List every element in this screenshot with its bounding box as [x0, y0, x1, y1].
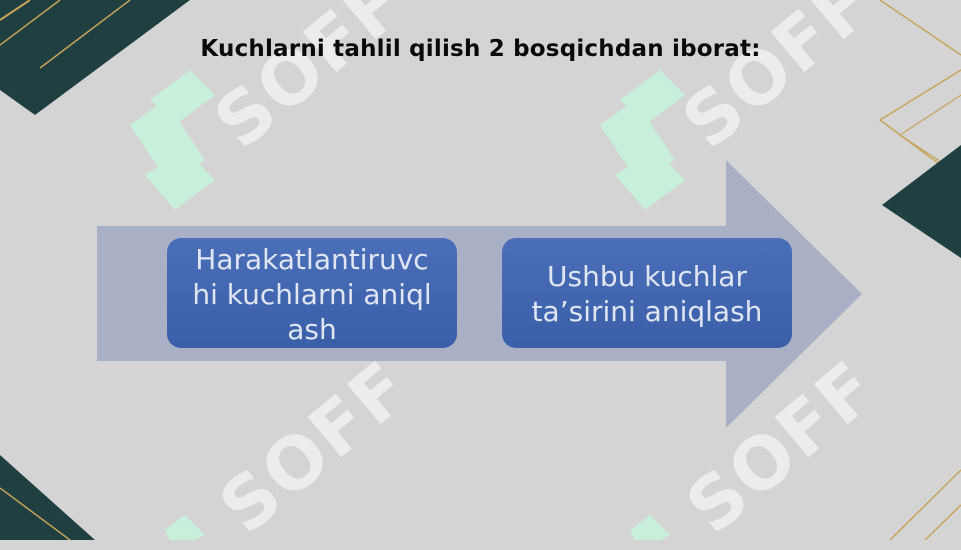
gold-line-top-left-3	[39, 0, 131, 69]
slide-title: Kuchlarni tahlil qilish 2 bosqichdan ibo…	[200, 36, 761, 62]
step-box-1-label: Harakatlantiruvchi kuchlarni aniqlash	[192, 242, 432, 346]
step-box-2: Ushbu kuchlar ta’sirini aniqlash	[502, 238, 792, 348]
process-arrow	[97, 160, 862, 428]
corner-shape-top-left	[0, 0, 190, 115]
logo-watermark-bottom-left	[165, 515, 205, 540]
corner-shape-bottom-left	[0, 455, 95, 540]
logo-watermark-left	[130, 70, 215, 210]
gold-line-top-left-2	[0, 0, 61, 46]
gold-line-bottom-right-1	[889, 469, 961, 540]
logo-watermark-right	[600, 70, 685, 210]
step-box-1: Harakatlantiruvchi kuchlarni aniqlash	[167, 238, 457, 348]
corner-shape-right	[882, 145, 961, 258]
gold-line-bottom-left	[0, 487, 71, 540]
gold-line-top-left	[0, 0, 31, 21]
step-box-2-label: Ushbu kuchlar ta’sirini aniqlash	[531, 260, 763, 328]
gold-frame-top-right-2	[878, 69, 961, 181]
logo-watermark-bottom-right	[630, 515, 670, 540]
gold-frame-top-right-1	[879, 0, 961, 56]
gold-line-bottom-right-2	[924, 504, 961, 540]
